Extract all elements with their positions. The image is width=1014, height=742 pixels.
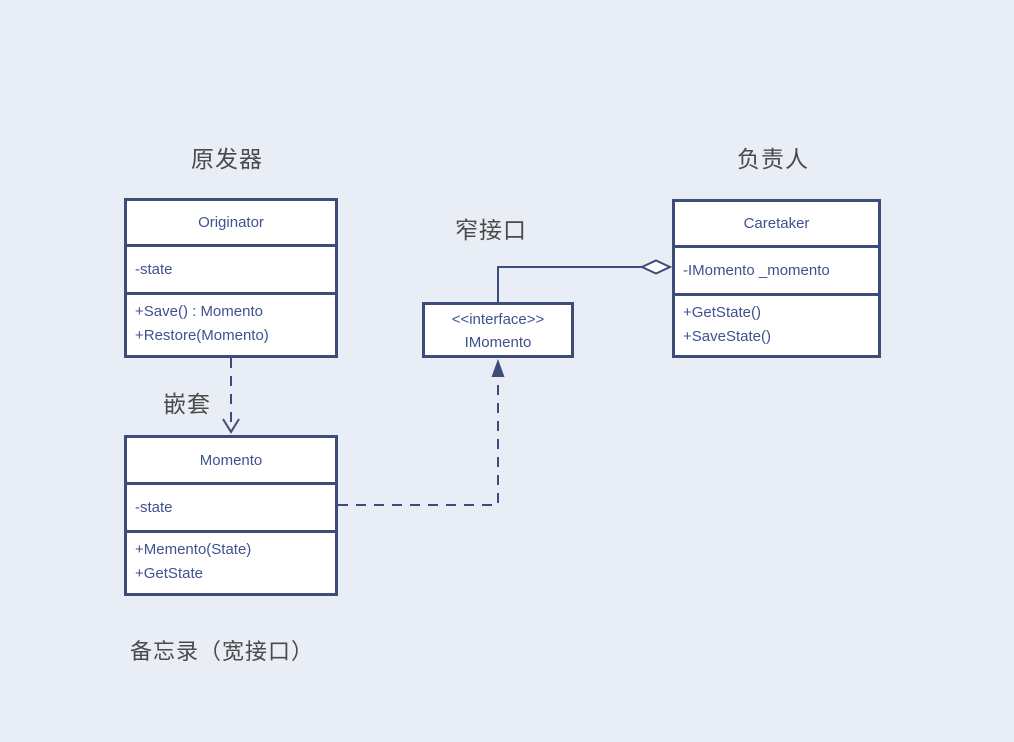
narrow-interface-label: 窄接口 — [455, 217, 527, 243]
class-box-caretaker: Caretaker -IMomento _momento +GetState()… — [672, 199, 881, 358]
aggregation-diamond-icon — [639, 259, 673, 275]
caretaker-field-imomento: -IMomento _momento — [675, 248, 878, 296]
caretaker-method-getstate: +GetState() — [683, 304, 761, 321]
realization-arrowhead-icon — [491, 359, 505, 377]
momento-method-getstate: +GetState — [135, 565, 203, 582]
originator-field-state: -state — [127, 247, 335, 295]
imomento-interface-name: IMomento — [464, 334, 532, 351]
originator-cn-label: 原发器 — [191, 146, 263, 172]
originator-method-save: +Save() : Momento — [135, 303, 263, 320]
caretaker-methods: +GetState() +SaveState() — [675, 296, 878, 349]
imomento-stereotype: <<interface>> — [451, 311, 545, 328]
caretaker-class-name: Caretaker — [675, 202, 878, 248]
originator-class-name: Originator — [127, 201, 335, 247]
aggregation-line — [497, 266, 642, 302]
class-box-momento: Momento -state +Memento(State) +GetState — [124, 435, 338, 596]
momento-field-state: -state — [127, 485, 335, 533]
caretaker-method-savestate: +SaveState() — [683, 328, 771, 345]
momento-method-memento: +Memento(State) — [135, 541, 252, 558]
interface-box-imomento: <<interface>> IMomento — [422, 302, 574, 358]
nesting-open-arrowhead-icon — [222, 418, 240, 434]
memento-wide-interface-label: 备忘录（宽接口） — [130, 639, 315, 664]
class-box-originator: Originator -state +Save() : Momento +Res… — [124, 198, 338, 358]
originator-methods: +Save() : Momento +Restore(Momento) — [127, 295, 335, 348]
momento-class-name: Momento — [127, 438, 335, 485]
originator-method-restore: +Restore(Momento) — [135, 327, 269, 344]
realization-dashed-line — [338, 378, 499, 506]
nesting-label: 嵌套 — [163, 391, 211, 417]
caretaker-cn-label: 负责人 — [737, 146, 809, 172]
momento-methods: +Memento(State) +GetState — [127, 533, 335, 586]
